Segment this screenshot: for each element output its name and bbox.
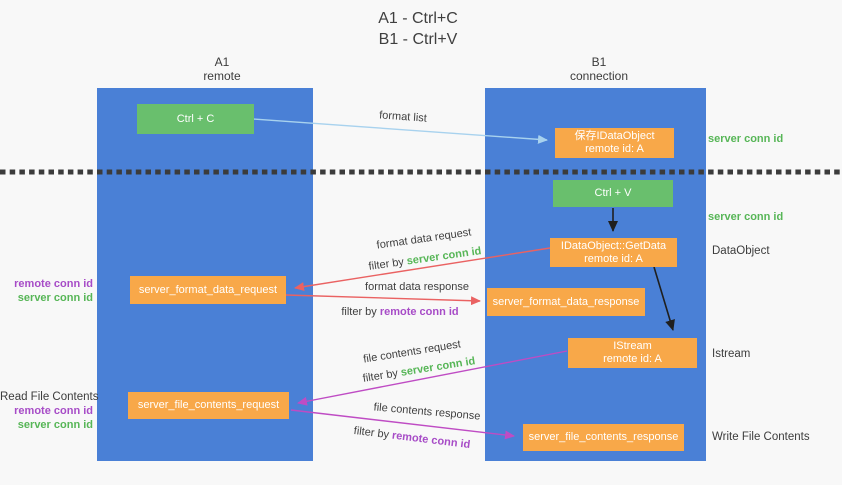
node-getdata-line1: IDataObject::GetData xyxy=(560,239,667,252)
right-annotation-dataobject: DataObject xyxy=(712,245,770,257)
node-server-format-data-response: server_format_data_response xyxy=(487,288,645,316)
node-format-request-label: server_format_data_request xyxy=(138,283,278,296)
filter-by-text: filter by xyxy=(367,256,405,273)
lane-a1-name: A1 xyxy=(214,55,230,69)
lane-a1-role: remote xyxy=(203,69,241,83)
right-annotation-istream: Istream xyxy=(712,348,751,360)
node-ctrl-v: Ctrl + V xyxy=(553,180,673,207)
lane-b1-name: B1 xyxy=(591,55,607,69)
node-file-response-label: server_file_contents_response xyxy=(528,431,679,443)
node-save-idataobject: 保存IDataObject remote id: A xyxy=(555,128,674,158)
filter-by-text: filter by xyxy=(341,306,377,318)
node-istream-line2: remote id: A xyxy=(603,353,662,365)
lane-header-a1: A1 remote xyxy=(167,55,277,83)
node-save-idataobject-line2: remote id: A xyxy=(585,143,644,155)
server-conn-id-label: server conn id xyxy=(17,419,93,431)
right-annotation-server-conn-id-top: server conn id xyxy=(708,133,784,145)
node-save-idataobject-line1: 保存IDataObject xyxy=(574,130,655,142)
right-annotation-server-conn-id-mid: server conn id xyxy=(708,211,784,223)
lane-b1-role: connection xyxy=(569,69,629,83)
node-ctrl-c: Ctrl + C xyxy=(137,104,254,134)
server-conn-id-text: server conn id xyxy=(399,355,477,379)
node-ctrl-c-label: Ctrl + C xyxy=(176,112,215,125)
node-idataobject-getdata: IDataObject::GetData remote id: A xyxy=(550,238,677,267)
read-file-contents-label: Read File Contents xyxy=(0,391,99,403)
title-line-ctrl-v: B1 - Ctrl+V xyxy=(378,31,458,48)
filter-by-text: filter by xyxy=(361,367,399,385)
edge-label-format-data-response: format data response xyxy=(365,281,469,293)
node-file-request-label: server_file_contents_request xyxy=(137,399,280,411)
left-annotation-read-file-contents: Read File Contents remote conn id server… xyxy=(0,390,99,432)
server-conn-id-label: server conn id xyxy=(17,292,93,304)
arrow-format-data-response xyxy=(285,294,481,306)
node-ctrl-v-label: Ctrl + V xyxy=(594,187,632,199)
server-conn-id-text: server conn id xyxy=(405,245,483,268)
edge-label-format-list: format list xyxy=(378,109,428,125)
right-annotation-write-file-contents: Write File Contents xyxy=(712,431,810,443)
lane-header-b1: B1 connection xyxy=(544,55,654,83)
node-istream: IStream remote id: A xyxy=(568,338,697,368)
node-server-format-data-request: server_format_data_request xyxy=(130,276,286,304)
node-istream-line1: IStream xyxy=(613,340,652,352)
remote-conn-id-text: remote conn id xyxy=(379,306,459,318)
left-annotation-conn-ids-format: remote conn id server conn id xyxy=(0,277,93,305)
edge-label-file-contents-response: file contents response xyxy=(373,401,481,423)
node-server-file-contents-response: server_file_contents_response xyxy=(523,424,684,451)
node-server-file-contents-request: server_file_contents_request xyxy=(128,392,289,419)
remote-conn-id-label: remote conn id xyxy=(14,405,93,417)
title-line-ctrl-c: A1 - Ctrl+C xyxy=(378,10,458,27)
diagram-title: A1 - Ctrl+C B1 - Ctrl+V xyxy=(318,8,518,50)
remote-conn-id-label: remote conn id xyxy=(14,278,93,290)
filter-by-text: filter by xyxy=(353,424,390,442)
node-format-response-label: server_format_data_response xyxy=(492,295,640,308)
remote-conn-id-text: remote conn id xyxy=(391,429,471,452)
node-getdata-line2: remote id: A xyxy=(584,252,643,265)
